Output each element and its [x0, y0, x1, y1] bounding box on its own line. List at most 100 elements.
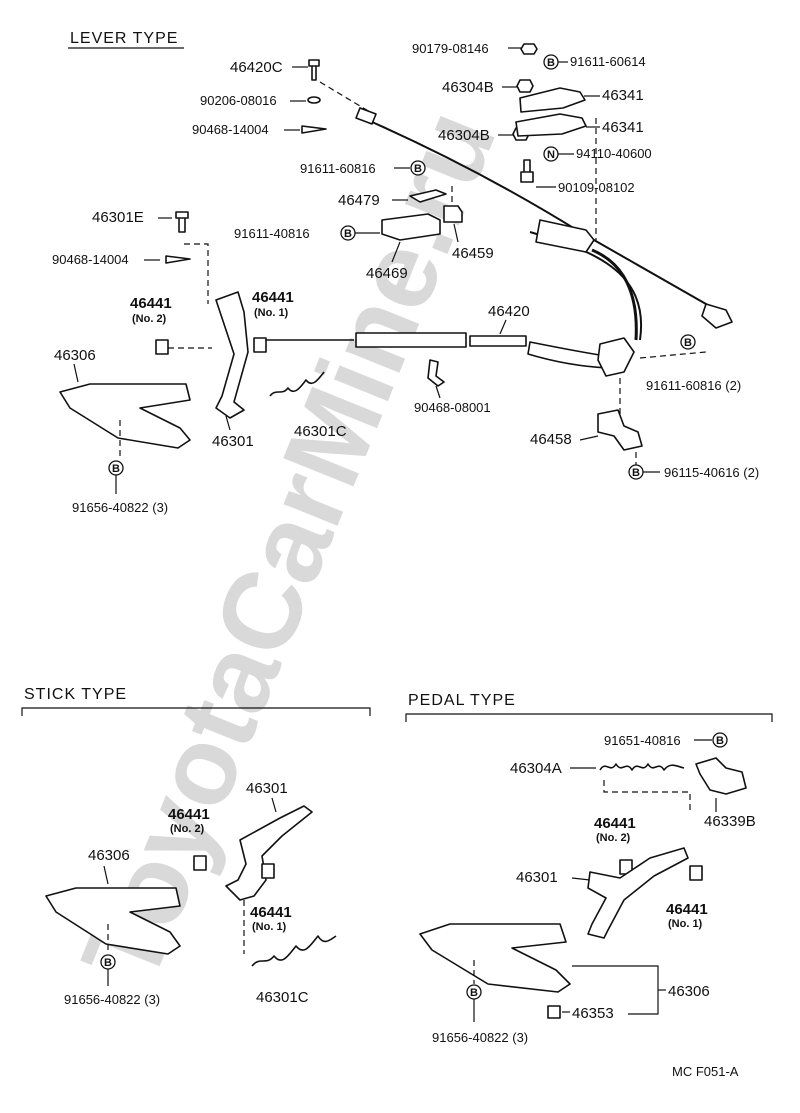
pedal-label-91656-40822: 91656-40822 (3)	[432, 1030, 528, 1045]
pedal-label-46353: 46353	[572, 1005, 614, 1022]
callout-b-text-5: B	[632, 467, 640, 479]
pedal-label-46441-no1: 46441	[666, 901, 708, 918]
label-91656-40822-lever: 91656-40822 (3)	[72, 500, 168, 515]
label-46304B-bottom: 46304B	[438, 127, 490, 144]
cable-end-left	[355, 107, 377, 125]
leader-46458	[579, 435, 599, 441]
label-46341-bottom: 46341	[602, 119, 644, 136]
pin-90468-left	[165, 255, 191, 264]
label-46441-no2-sub: (No. 2)	[132, 313, 167, 325]
cable-bracket-joint	[597, 337, 635, 377]
dash-bolt-to-cable	[319, 81, 371, 113]
stick-lever-46301	[225, 805, 313, 901]
label-46469: 46469	[366, 265, 408, 282]
stick-leader-46301	[271, 797, 277, 813]
label-46301E: 46301E	[92, 209, 144, 226]
label-46301: 46301	[212, 433, 254, 450]
pedal-type-bracket	[405, 713, 773, 722]
pedal-type-heading: PEDAL TYPE	[408, 692, 516, 709]
label-91611-60816-top: 91611-60816	[300, 161, 376, 176]
stick-type-section: STICK TYPE 46301 46441 (No. 2) 46306 464…	[21, 686, 371, 1007]
stick-spring-46301C	[251, 935, 337, 967]
callout-b-91611-60816-top	[410, 160, 426, 176]
bolt-90109	[520, 159, 534, 183]
stick-label-46306: 46306	[88, 847, 130, 864]
pedal-label-46441-no2-sub: (No. 2)	[596, 832, 631, 844]
lever-46301	[215, 291, 249, 419]
stick-bushing-no1	[261, 863, 275, 879]
label-46459: 46459	[452, 245, 494, 262]
label-46458: 46458	[530, 431, 572, 448]
callout-b-text: B	[547, 57, 555, 69]
label-91611-60614: 91611-60614	[570, 54, 646, 69]
label-46479: 46479	[338, 192, 380, 209]
pedal-label-46306: 46306	[668, 983, 710, 1000]
label-90206-08016: 90206-08016	[200, 93, 277, 108]
pedal-dash-spring	[603, 780, 691, 812]
pedal-label-91651-40816: 91651-40816	[604, 733, 681, 748]
leader-46459	[453, 223, 459, 243]
callout-b-91611-60816-bottom	[680, 334, 696, 350]
pedal-callout-b-91651	[712, 732, 728, 748]
leader-46306	[73, 363, 79, 383]
leader-46469	[391, 241, 401, 263]
dash-91611-60816-bottom	[639, 351, 707, 359]
callout-n-text: N	[547, 149, 555, 161]
pedal-label-46304A: 46304A	[510, 760, 562, 777]
pedal-leader-46301	[571, 877, 591, 881]
lever-type-section: LEVER TYPE 46420C 90206-08016 90468-1400…	[52, 30, 759, 515]
nut-90179	[520, 43, 538, 55]
diagram-code: MC F051-A	[672, 1064, 739, 1079]
front-cable-sheath-a	[469, 335, 527, 347]
label-96115-40616: 96115-40616 (2)	[664, 465, 759, 480]
front-cable-sheath-b	[527, 341, 609, 369]
stick-type-heading: STICK TYPE	[24, 686, 127, 703]
label-46341-top: 46341	[602, 87, 644, 104]
label-46420C: 46420C	[230, 59, 283, 76]
lever-type-heading: LEVER TYPE	[70, 30, 178, 47]
label-91611-40816: 91611-40816	[234, 226, 310, 241]
bracket-46341-bottom	[515, 113, 587, 137]
stick-label-46441-no2: 46441	[168, 806, 210, 823]
pedal-label-46441-no2: 46441	[594, 815, 636, 832]
pedal-callout-b-text-2: B	[470, 987, 478, 999]
bracket-46341-top	[519, 87, 586, 113]
cable-coil	[591, 248, 638, 341]
dash-lever-top	[184, 243, 209, 304]
bolt-46420C	[308, 59, 320, 81]
label-90468-08001: 90468-08001	[414, 400, 491, 415]
callout-b-text-4: B	[684, 337, 692, 349]
stick-label-46301C: 46301C	[256, 989, 309, 1006]
pedal-callout-b-text: B	[716, 735, 724, 747]
label-90468-14004-left: 90468-14004	[52, 252, 129, 267]
nut-46304B-top	[516, 79, 534, 93]
stick-label-91656-40822: 91656-40822 (3)	[64, 992, 160, 1007]
stick-bracket-46306	[45, 887, 181, 955]
bracket-46458	[597, 409, 643, 451]
pedal-label-46339B: 46339B	[704, 813, 756, 830]
stick-label-46441-no2-sub: (No. 2)	[170, 823, 205, 835]
label-90468-14004-top: 90468-14004	[192, 122, 269, 137]
stick-label-46441-no1-sub: (No. 1)	[252, 921, 287, 933]
bolt-46301E	[175, 211, 189, 233]
label-94110-40600: 94110-40600	[576, 146, 652, 161]
label-46306: 46306	[54, 347, 96, 364]
leader-46420	[499, 319, 507, 335]
stick-leader-46306	[103, 865, 109, 885]
label-91611-60816-2: 91611-60816 (2)	[646, 378, 741, 393]
pedal-bushing-no1	[689, 865, 703, 881]
label-46304B-top: 46304B	[442, 79, 494, 96]
label-46301C: 46301C	[294, 423, 347, 440]
pedal-bracket-46339B	[695, 757, 747, 795]
label-46441-no1-sub: (No. 1)	[254, 307, 289, 319]
label-46420: 46420	[488, 303, 530, 320]
spring-46301C	[269, 371, 325, 397]
callout-b-text-3: B	[344, 228, 352, 240]
bushing-46441-no2	[155, 339, 169, 355]
rear-cable	[371, 121, 721, 313]
bracket-46306	[59, 383, 191, 449]
leader-46301	[225, 415, 231, 431]
stick-callout-b-text: B	[104, 957, 112, 969]
